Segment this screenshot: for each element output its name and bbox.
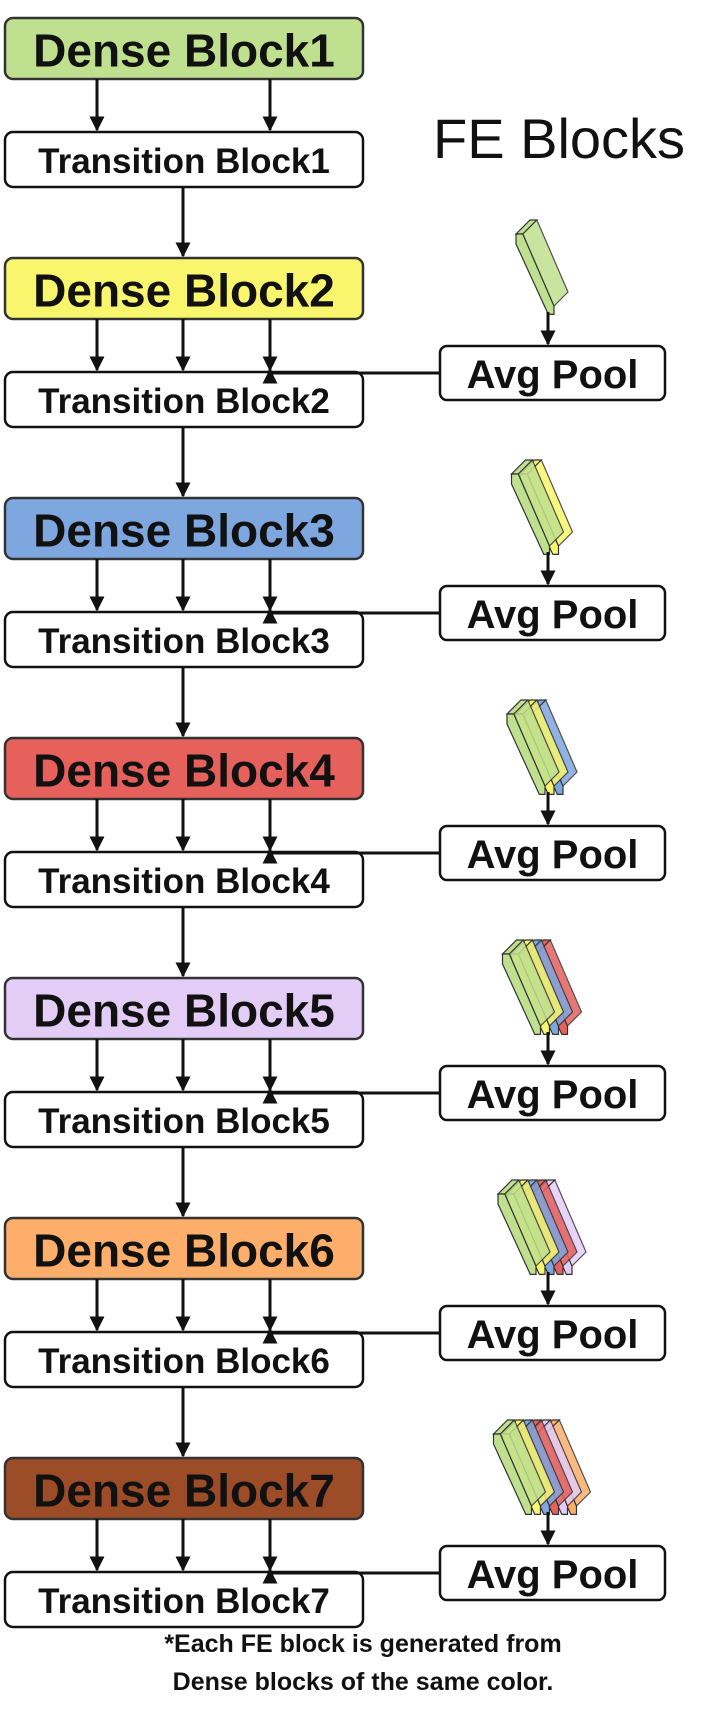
footnote-line-1: *Each FE block is generated from xyxy=(164,1630,561,1658)
dense-block-1-box xyxy=(3,16,365,81)
feature-map-face xyxy=(499,1418,547,1508)
feature-map-face xyxy=(522,218,569,308)
arrow-pool1-to-transition2 xyxy=(262,368,440,384)
avg-pool-3-label: Avg Pool xyxy=(467,833,639,877)
dense-block-5-label: Dense Block5 xyxy=(33,985,335,1037)
fe-block-4-stack xyxy=(501,938,583,1036)
feature-map-face xyxy=(517,458,565,548)
avg-pool-2-label: Avg Pool xyxy=(467,593,639,637)
arrow-pool3-to-transition4 xyxy=(262,848,440,864)
arrow-pool6-to-transition7 xyxy=(262,1568,440,1584)
fe-blocks-title: FE Blocks xyxy=(433,107,685,170)
fe-block-5-stack xyxy=(496,1178,587,1276)
transition-block-6-label: Transition Block6 xyxy=(38,1342,330,1381)
arrow-pool5-to-transition6 xyxy=(262,1328,440,1344)
fe-block-3-stack xyxy=(505,698,578,796)
dense-block-3-label: Dense Block3 xyxy=(33,505,335,557)
dense-block-7-label: Dense Block7 xyxy=(33,1465,335,1517)
dense-block-6-label: Dense Block6 xyxy=(33,1225,335,1277)
avg-pool-5-label: Avg Pool xyxy=(467,1313,639,1357)
arrow-pool4-to-transition5 xyxy=(262,1088,440,1104)
transition-block-7-box xyxy=(3,1570,365,1629)
fe-block-6-stack xyxy=(492,1418,592,1516)
transition-block-5-label: Transition Block5 xyxy=(38,1102,330,1141)
avg-pool-1-label: Avg Pool xyxy=(467,353,639,397)
fe-block-1-stack xyxy=(514,218,569,315)
avg-pool-4-label: Avg Pool xyxy=(467,1073,639,1117)
transition-block-1-label: Transition Block1 xyxy=(38,142,330,181)
footnote-line-2: Dense blocks of the same color. xyxy=(173,1668,554,1696)
transition-block-3-label: Transition Block3 xyxy=(38,622,330,661)
dense-block-1-label: Dense Block1 xyxy=(33,25,335,77)
avg-pool-6-label: Avg Pool xyxy=(467,1553,639,1597)
dense-block-2-label: Dense Block2 xyxy=(33,265,335,317)
arrow-pool2-to-transition3 xyxy=(262,608,440,624)
transition-block-7-label: Transition Block7 xyxy=(38,1582,330,1621)
feature-map-face xyxy=(513,698,560,788)
dense-block-4-label: Dense Block4 xyxy=(33,745,335,797)
feature-map-face xyxy=(504,1178,551,1268)
transition-block-4-label: Transition Block4 xyxy=(38,862,330,901)
feature-map-face xyxy=(508,938,556,1028)
fe-block-2-stack xyxy=(510,458,574,556)
transition-block-2-label: Transition Block2 xyxy=(38,382,330,421)
